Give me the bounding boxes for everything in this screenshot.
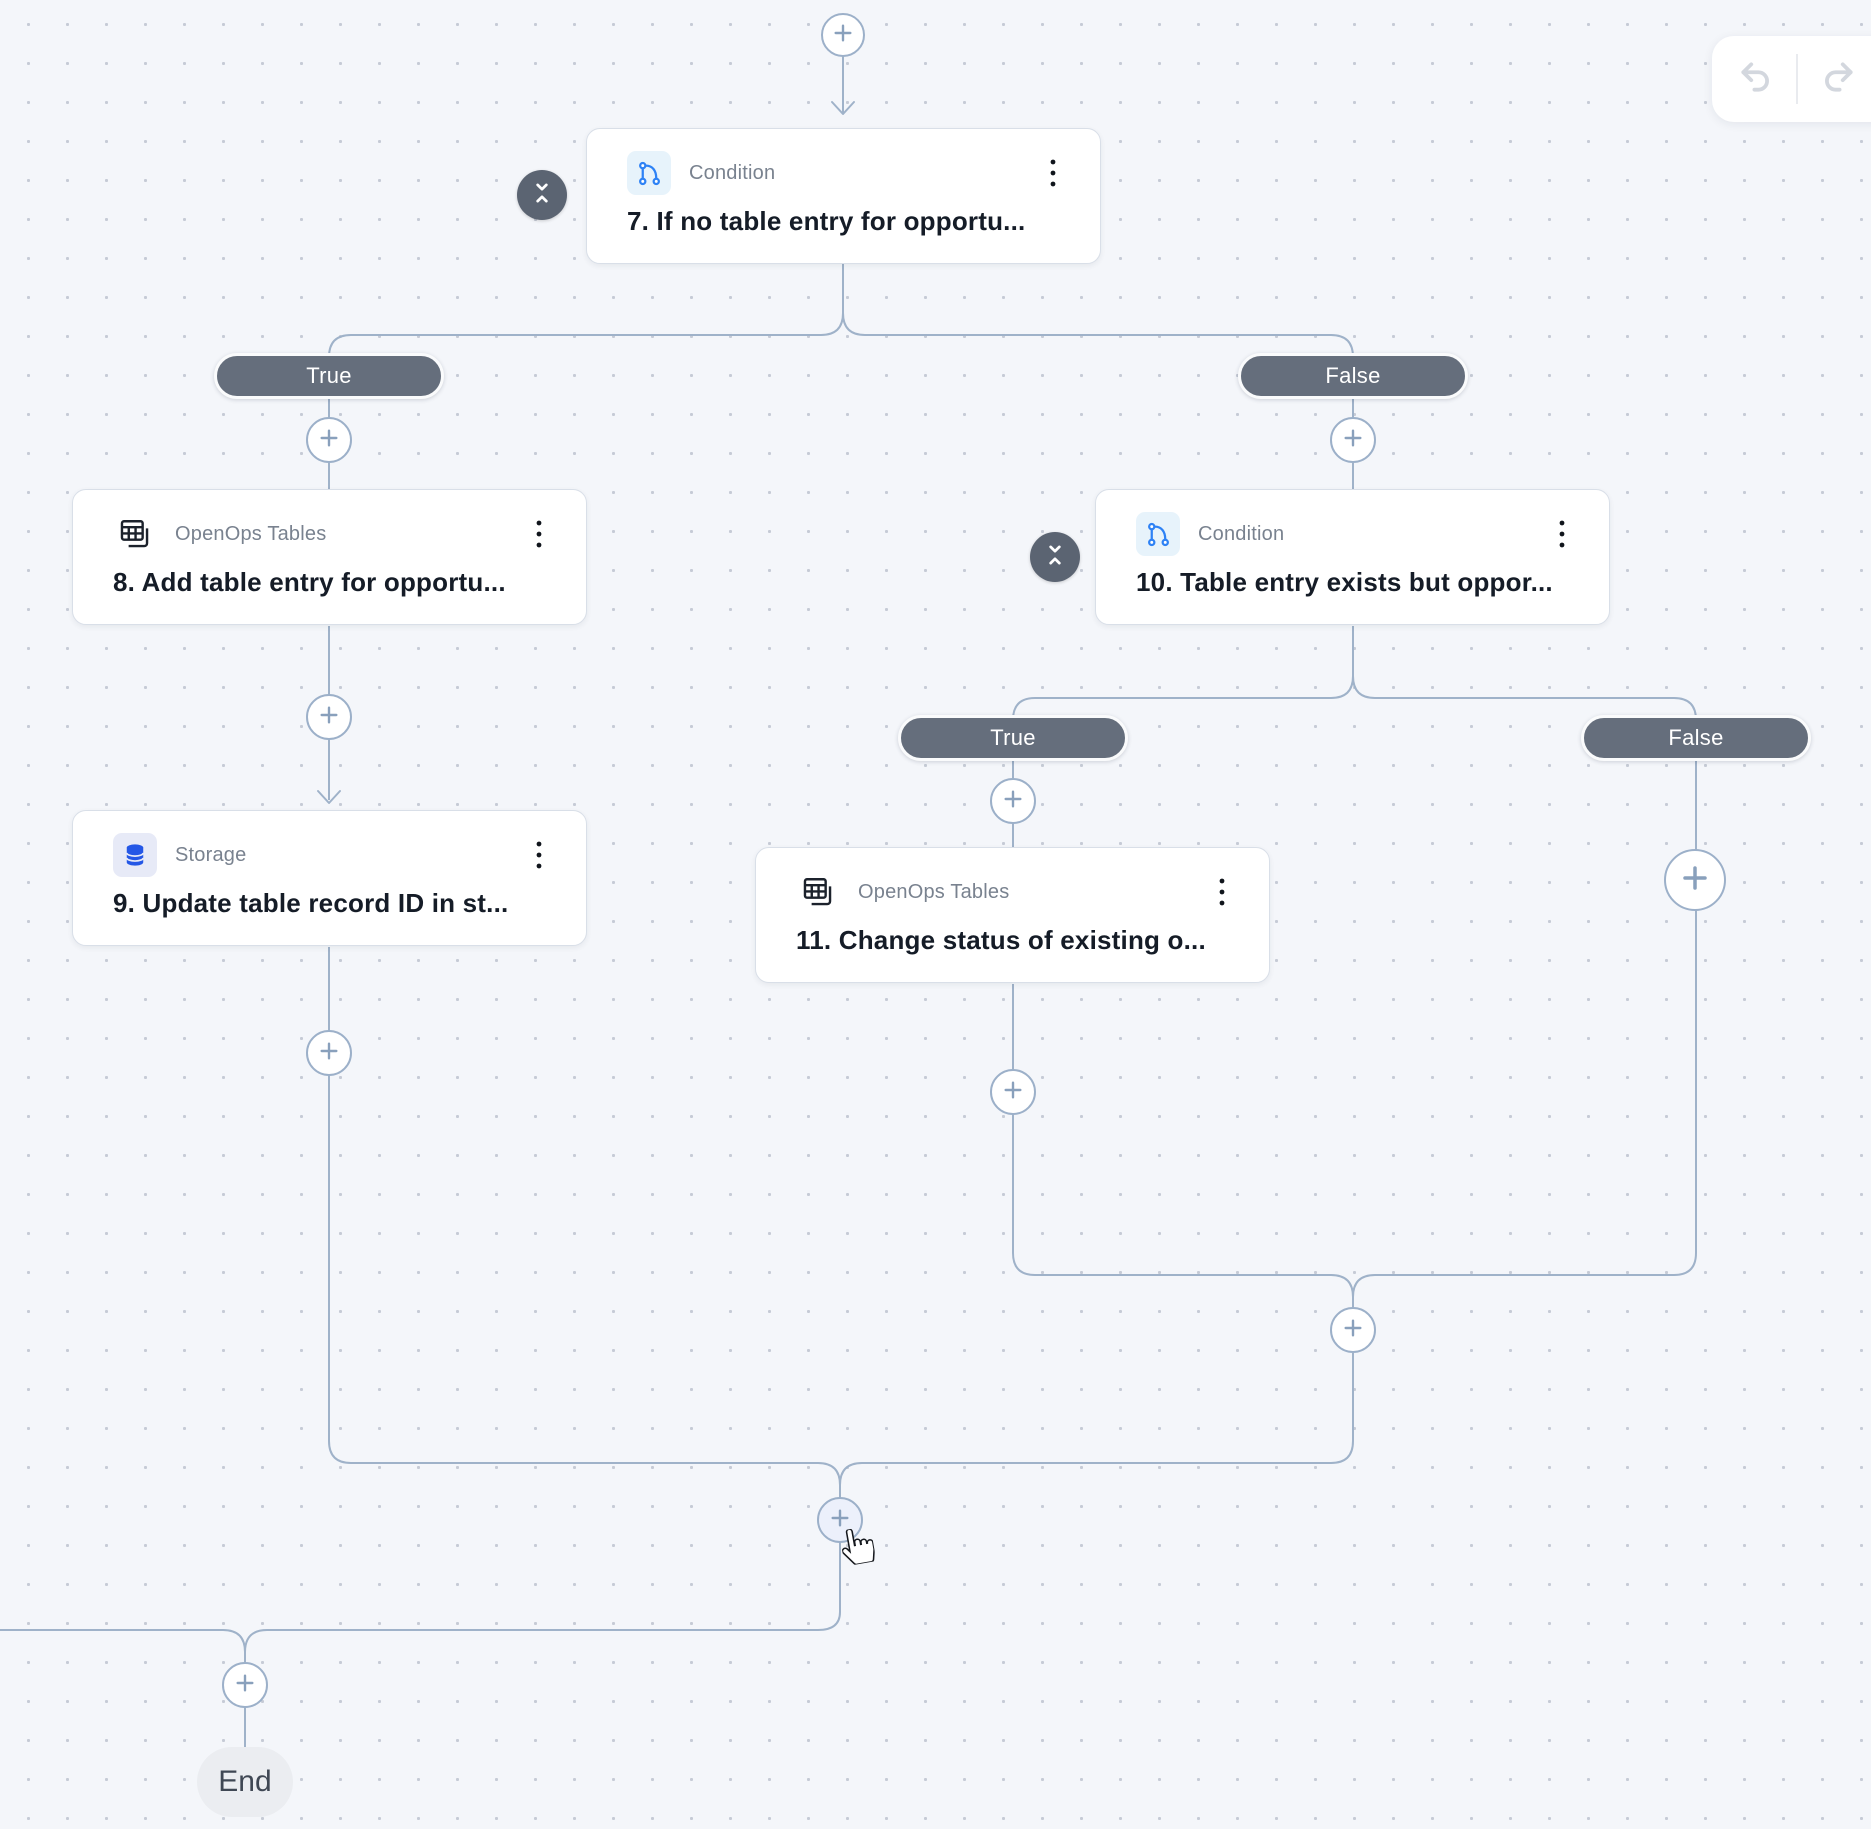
add-step-button-merge2[interactable] xyxy=(1330,1307,1376,1353)
step-type-label: Condition xyxy=(689,161,776,184)
branch-label-text: True xyxy=(990,725,1036,750)
plus-icon xyxy=(318,704,340,731)
tables-icon xyxy=(796,870,840,914)
collapse-vertical-icon xyxy=(529,180,555,211)
history-toolbar xyxy=(1712,36,1871,122)
connector-split1-true xyxy=(328,262,844,490)
add-step-button-after-9[interactable] xyxy=(306,1030,352,1076)
step-type-label: OpenOps Tables xyxy=(175,522,327,545)
step-card-condition-7[interactable]: Condition 7. If no table entry for oppor… xyxy=(586,128,1101,264)
step-card-tables-8[interactable]: OpenOps Tables 8. Add table entry for op… xyxy=(72,489,587,625)
tables-icon xyxy=(113,512,157,556)
add-step-button-false2-empty[interactable] xyxy=(1664,849,1726,911)
connector-merge2-to-merge1 xyxy=(839,1353,1354,1486)
add-step-button-true1[interactable] xyxy=(306,417,352,463)
step-card-storage-9[interactable]: Storage 9. Update table record ID in st.… xyxy=(72,810,587,946)
add-step-button-true2[interactable] xyxy=(990,778,1036,824)
step-title: 7. If no table entry for opportu... xyxy=(627,206,1026,236)
step-card-tables-11[interactable]: OpenOps Tables 11. Change status of exis… xyxy=(755,847,1270,983)
step-type-label: Storage xyxy=(175,843,247,866)
end-node: End xyxy=(197,1747,293,1817)
step-title: 10. Table entry exists but oppor... xyxy=(1136,567,1553,597)
plus-icon xyxy=(829,1507,851,1534)
end-label: End xyxy=(218,1765,272,1798)
branch-condition-icon xyxy=(1136,512,1180,556)
undo-button[interactable] xyxy=(1730,53,1782,105)
add-step-button-after-8[interactable] xyxy=(306,694,352,740)
step-title: 11. Change status of existing o... xyxy=(796,925,1206,955)
branch-label-true-1: True xyxy=(214,353,444,399)
plus-icon xyxy=(1342,1317,1364,1344)
step-card-condition-10[interactable]: Condition 10. Table entry exists but opp… xyxy=(1095,489,1610,625)
step-title: 9. Update table record ID in st... xyxy=(113,888,509,918)
step-type-label: Condition xyxy=(1198,522,1285,545)
branch-label-false-2: False xyxy=(1581,715,1811,761)
collapse-vertical-icon xyxy=(1042,542,1068,573)
step-menu-button[interactable] xyxy=(1209,875,1235,909)
step-menu-button[interactable] xyxy=(1040,156,1066,190)
plus-icon xyxy=(318,1040,340,1067)
connector-split1-false xyxy=(842,312,1354,490)
arrowhead-storage9 xyxy=(317,790,341,804)
branch-label-text: True xyxy=(306,363,352,388)
branch-label-false-1: False xyxy=(1238,353,1468,399)
step-title: 8. Add table entry for opportu... xyxy=(113,567,506,597)
redo-icon xyxy=(1819,58,1857,101)
toolbar-divider xyxy=(1796,54,1798,104)
connector-tables11-to-merge2 xyxy=(1012,984,1354,1298)
connector-split2-false xyxy=(1352,675,1697,1308)
connector-offscreen-left xyxy=(0,1629,246,1653)
connector-split2-true xyxy=(1012,626,1354,848)
arrowhead-condition7 xyxy=(831,101,855,115)
step-menu-button[interactable] xyxy=(526,838,552,872)
branch-label-text: False xyxy=(1668,725,1724,750)
connector-left-branch-to-merge xyxy=(244,947,841,1748)
plus-icon xyxy=(1002,1079,1024,1106)
step-type-label: OpenOps Tables xyxy=(858,880,1010,903)
undo-icon xyxy=(1737,58,1775,101)
step-menu-button[interactable] xyxy=(1549,517,1575,551)
add-step-button-after-11[interactable] xyxy=(990,1069,1036,1115)
add-step-button-before-end[interactable] xyxy=(222,1662,268,1708)
collapse-branch-button-10[interactable] xyxy=(1030,532,1080,582)
plus-icon xyxy=(1002,788,1024,815)
add-step-button-top[interactable] xyxy=(821,13,865,57)
add-step-button-false1[interactable] xyxy=(1330,417,1376,463)
plus-icon xyxy=(318,427,340,454)
add-step-button-merge1[interactable] xyxy=(817,1497,863,1543)
step-menu-button[interactable] xyxy=(526,517,552,551)
branch-condition-icon xyxy=(627,151,671,195)
plus-icon xyxy=(1680,863,1710,898)
plus-icon xyxy=(234,1672,256,1699)
branch-label-true-2: True xyxy=(898,715,1128,761)
plus-icon xyxy=(832,22,854,49)
collapse-branch-button-7[interactable] xyxy=(517,170,567,220)
database-icon xyxy=(113,833,157,877)
redo-button[interactable] xyxy=(1812,53,1864,105)
hand-pointer-cursor xyxy=(839,1526,878,1572)
plus-icon xyxy=(1342,427,1364,454)
branch-label-text: False xyxy=(1325,363,1381,388)
